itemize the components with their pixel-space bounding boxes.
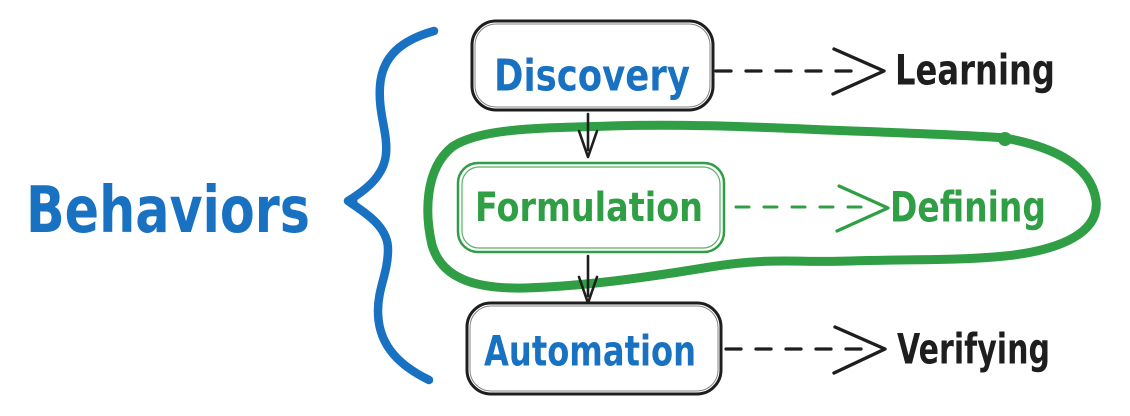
green-highlight-loop <box>423 120 1101 293</box>
dashed-arrow-formulation-defining <box>734 184 890 233</box>
automation-label: Automation <box>484 327 696 376</box>
arrow-formulation-to-automation <box>577 254 599 305</box>
node-formulation: Formulation <box>456 161 726 254</box>
behaviors-group-label: Behaviors <box>26 174 310 248</box>
dashed-arrow-automation-verifying <box>724 325 887 375</box>
verifying-label: Verifying <box>897 325 1050 374</box>
loop-pen-blob <box>998 132 1012 146</box>
learning-label: Learning <box>895 46 1055 95</box>
formulation-label: Formulation <box>475 185 703 231</box>
node-automation: Automation <box>465 301 723 396</box>
defining-label: Defining <box>890 183 1046 232</box>
curly-brace <box>343 26 439 385</box>
discovery-label: Discovery <box>494 51 690 102</box>
node-discovery: Discovery <box>470 19 715 112</box>
arrow-discovery-to-formulation <box>577 112 599 159</box>
dashed-arrow-discovery-learning <box>714 47 886 96</box>
